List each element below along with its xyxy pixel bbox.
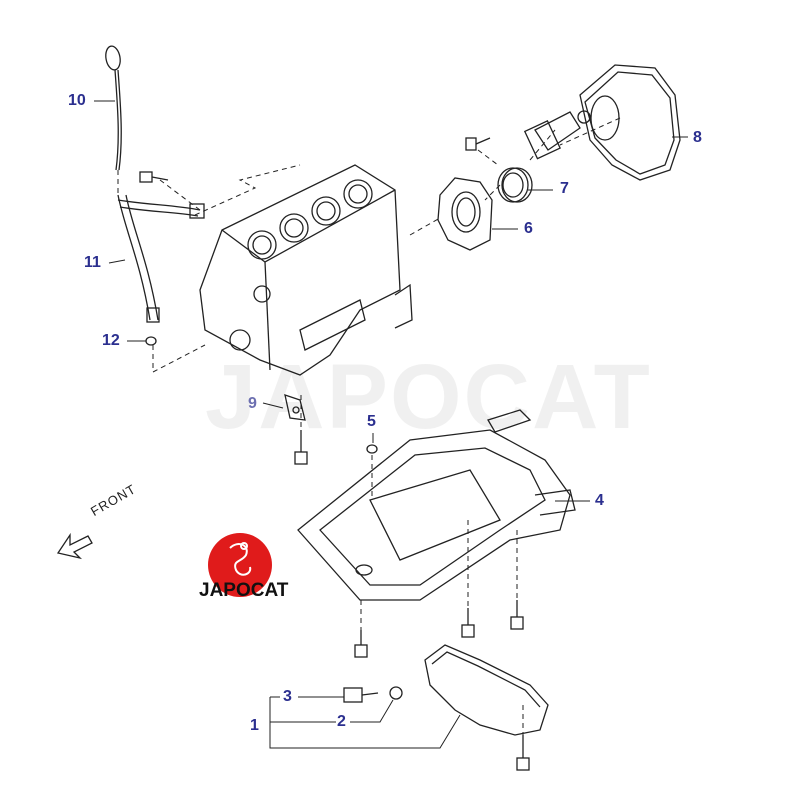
callout-8[interactable]: 8 bbox=[693, 129, 702, 146]
washer bbox=[366, 444, 378, 454]
callout-4[interactable]: 4 bbox=[595, 492, 604, 509]
callout-7[interactable]: 7 bbox=[560, 180, 569, 197]
starter-motor bbox=[523, 110, 591, 160]
callout-6[interactable]: 6 bbox=[524, 220, 533, 237]
callout-10[interactable]: 10 bbox=[68, 92, 86, 109]
logo-text: JAPOCAT bbox=[199, 580, 289, 601]
tube-bolt bbox=[139, 171, 169, 183]
watermark: JAPOCAT bbox=[205, 346, 652, 448]
logo-badge bbox=[208, 533, 272, 597]
mounting-bolt bbox=[465, 137, 491, 151]
callout-9[interactable]: 9 bbox=[248, 395, 257, 412]
logo-emblem-icon bbox=[229, 542, 252, 576]
drain-washer bbox=[389, 686, 403, 700]
oil-pan-bolts bbox=[354, 600, 524, 658]
oil-pan-upper bbox=[297, 409, 576, 601]
callout-3[interactable]: 3 bbox=[283, 688, 292, 705]
rear-plate bbox=[579, 64, 681, 181]
bracket bbox=[284, 394, 306, 421]
callout-5[interactable]: 5 bbox=[367, 413, 376, 430]
oil-dipstick bbox=[105, 45, 122, 171]
callout-1[interactable]: 1 bbox=[250, 717, 259, 734]
callout-2[interactable]: 2 bbox=[337, 713, 346, 730]
rear-oil-seal bbox=[497, 167, 533, 203]
callout-12[interactable]: 12 bbox=[102, 332, 120, 349]
dipstick-guide-tube bbox=[117, 194, 205, 323]
rear-oil-seal-retainer bbox=[437, 177, 493, 251]
block-bolt bbox=[294, 430, 308, 465]
oil-pan-lower bbox=[424, 644, 549, 736]
callout-11[interactable]: 11 bbox=[84, 254, 101, 271]
cylinder-block bbox=[199, 164, 413, 376]
front-arrow-icon bbox=[56, 532, 93, 560]
bottom-bolt bbox=[516, 735, 530, 771]
o-ring bbox=[145, 336, 157, 346]
drain-plug bbox=[343, 687, 379, 703]
